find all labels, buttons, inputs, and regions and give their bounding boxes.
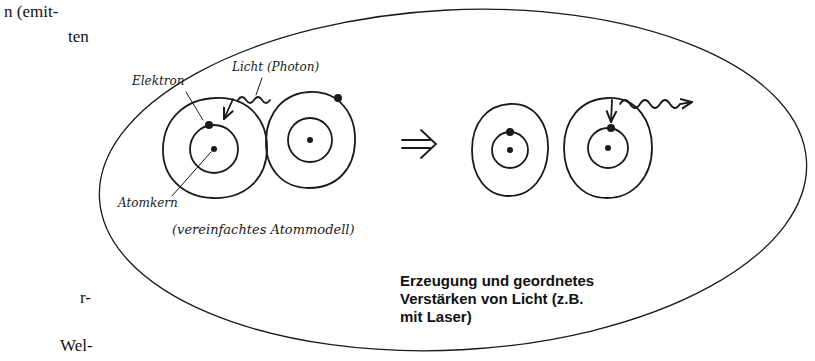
- caption-note: (vereinfachtes Atommodell): [172, 222, 355, 237]
- photon-wave: [238, 97, 270, 103]
- outer-orbit: [163, 98, 267, 198]
- nucleus: [211, 146, 217, 152]
- text-fragment: n (emit-: [4, 2, 58, 22]
- callout-label: Elektron: [132, 74, 184, 88]
- nucleus: [605, 145, 611, 151]
- inner-orbit: [190, 125, 238, 173]
- callout-label: Licht (Photon): [232, 60, 319, 74]
- outer-orbit: [266, 92, 355, 188]
- callout-label: Atomkern: [118, 196, 178, 210]
- outer-orbit: [564, 98, 652, 198]
- node-caption: Erzeugung und geordnetes Verstärken von …: [400, 272, 600, 326]
- outer-orbit: [472, 104, 548, 196]
- leader-line: [186, 92, 203, 120]
- ellipse-border: [91, 0, 815, 361]
- text-fragment: ten: [68, 27, 89, 47]
- leader-line: [172, 152, 211, 196]
- emitted-wave: [620, 100, 692, 108]
- electron: [205, 121, 213, 129]
- implies-arrow: [402, 130, 436, 158]
- inner-orbit: [588, 128, 628, 168]
- nucleus: [507, 147, 513, 153]
- electron: [506, 128, 514, 136]
- photon-arrow: [224, 99, 233, 119]
- leader-line: [256, 78, 262, 95]
- text-fragment: Wel-: [60, 336, 93, 356]
- inner-orbit: [288, 118, 332, 162]
- drop-arrow: [611, 100, 612, 122]
- nucleus: [307, 137, 313, 143]
- text-fragment: r-: [80, 288, 91, 308]
- inner-orbit: [492, 132, 528, 168]
- electron: [607, 124, 615, 132]
- electron: [334, 94, 342, 102]
- highlight-ellipse: Erzeugung und geordnetes Verstärken von …: [97, 8, 809, 352]
